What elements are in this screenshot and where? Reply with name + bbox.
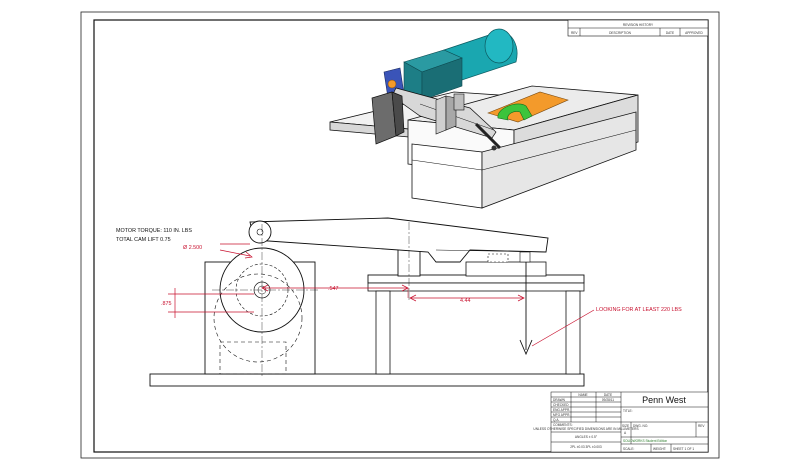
- comments-row: COMMENTS:: [553, 423, 573, 427]
- cam-phantom: [213, 273, 303, 363]
- outer-border: [80, 11, 720, 459]
- diameter-label: Ø 2.500: [183, 245, 202, 251]
- mfg-row: MFG APPR.: [553, 413, 570, 417]
- horizontal-dim-1-label: .547: [328, 286, 339, 292]
- callout-leader: [531, 309, 595, 347]
- isometric-view: [329, 28, 639, 209]
- cam-hub: [387, 79, 397, 89]
- green-clamp: [497, 103, 533, 121]
- revision-title: REVISION HISTORY: [623, 23, 654, 27]
- revision-block: REVISION HISTORY REV DESCRIPTION DATE AP…: [567, 19, 709, 37]
- diameter-leader: [219, 249, 251, 257]
- clamp-block: [465, 261, 547, 277]
- desc-col: DESCRIPTION: [609, 31, 631, 35]
- inner-border: [93, 19, 709, 453]
- drawn-row: DRAWN: [553, 398, 566, 402]
- horizontal-dim-2-label: 4.44: [460, 298, 471, 304]
- date-col-tb: DATE: [604, 393, 612, 397]
- angular-note: ANGLES ± 0.5°: [575, 435, 598, 439]
- size-value: A: [624, 431, 627, 435]
- qa-row: Q.A.: [553, 418, 559, 422]
- checked-row: CHECKED: [553, 403, 569, 407]
- dwg-label: DWG. NO.: [633, 424, 648, 428]
- file-name: SOLIDWORKS Student Edition: [623, 439, 667, 443]
- lever-arm: [249, 217, 549, 263]
- frame-side: [481, 111, 637, 209]
- motor-end-cap: [484, 28, 514, 64]
- base-plate-side-view: [149, 373, 585, 387]
- company-name: Penn West: [642, 395, 686, 405]
- tolerance-note: UNLESS OTHERWISE SPECIFIED DIMENSIONS AR…: [533, 427, 638, 431]
- cam-lift-note: TOTAL CAM LIFT 0.75: [116, 237, 171, 243]
- eng-row: ENG APPR.: [553, 408, 570, 412]
- approved-col: APPROVED: [685, 31, 703, 35]
- date-col: DATE: [666, 31, 674, 35]
- size-label: SIZE: [622, 424, 629, 428]
- side-view: [149, 217, 585, 387]
- roller: [248, 220, 272, 244]
- frame-front: [411, 143, 483, 209]
- scale-label: SCALE:: [623, 447, 634, 451]
- title-label: TITLE:: [623, 409, 633, 413]
- table-leg-right: [565, 290, 581, 375]
- load-callout: LOOKING FOR AT LEAST 220 LBS: [596, 307, 682, 313]
- rev-label: REV: [698, 424, 705, 428]
- table-leg-left: [375, 290, 391, 375]
- weight-label: WEIGHT:: [653, 447, 666, 451]
- gearbox-side: [421, 57, 463, 101]
- drawn-date: 09/28/11: [602, 398, 614, 402]
- name-col: NAME: [578, 393, 587, 397]
- vertical-dim-label: .875: [161, 301, 172, 307]
- decimal-note: 2PL ±0.03 3PL ±0.003: [570, 445, 602, 449]
- pivot-post-iso: [435, 95, 447, 135]
- title-block: [550, 391, 709, 453]
- dimensions: [168, 243, 595, 347]
- sheet-label: SHEET 1 OF 1: [673, 447, 694, 451]
- motor-torque-note: MOTOR TORQUE: 110 IN. LBS: [116, 228, 192, 234]
- rev-col: REV: [571, 31, 578, 35]
